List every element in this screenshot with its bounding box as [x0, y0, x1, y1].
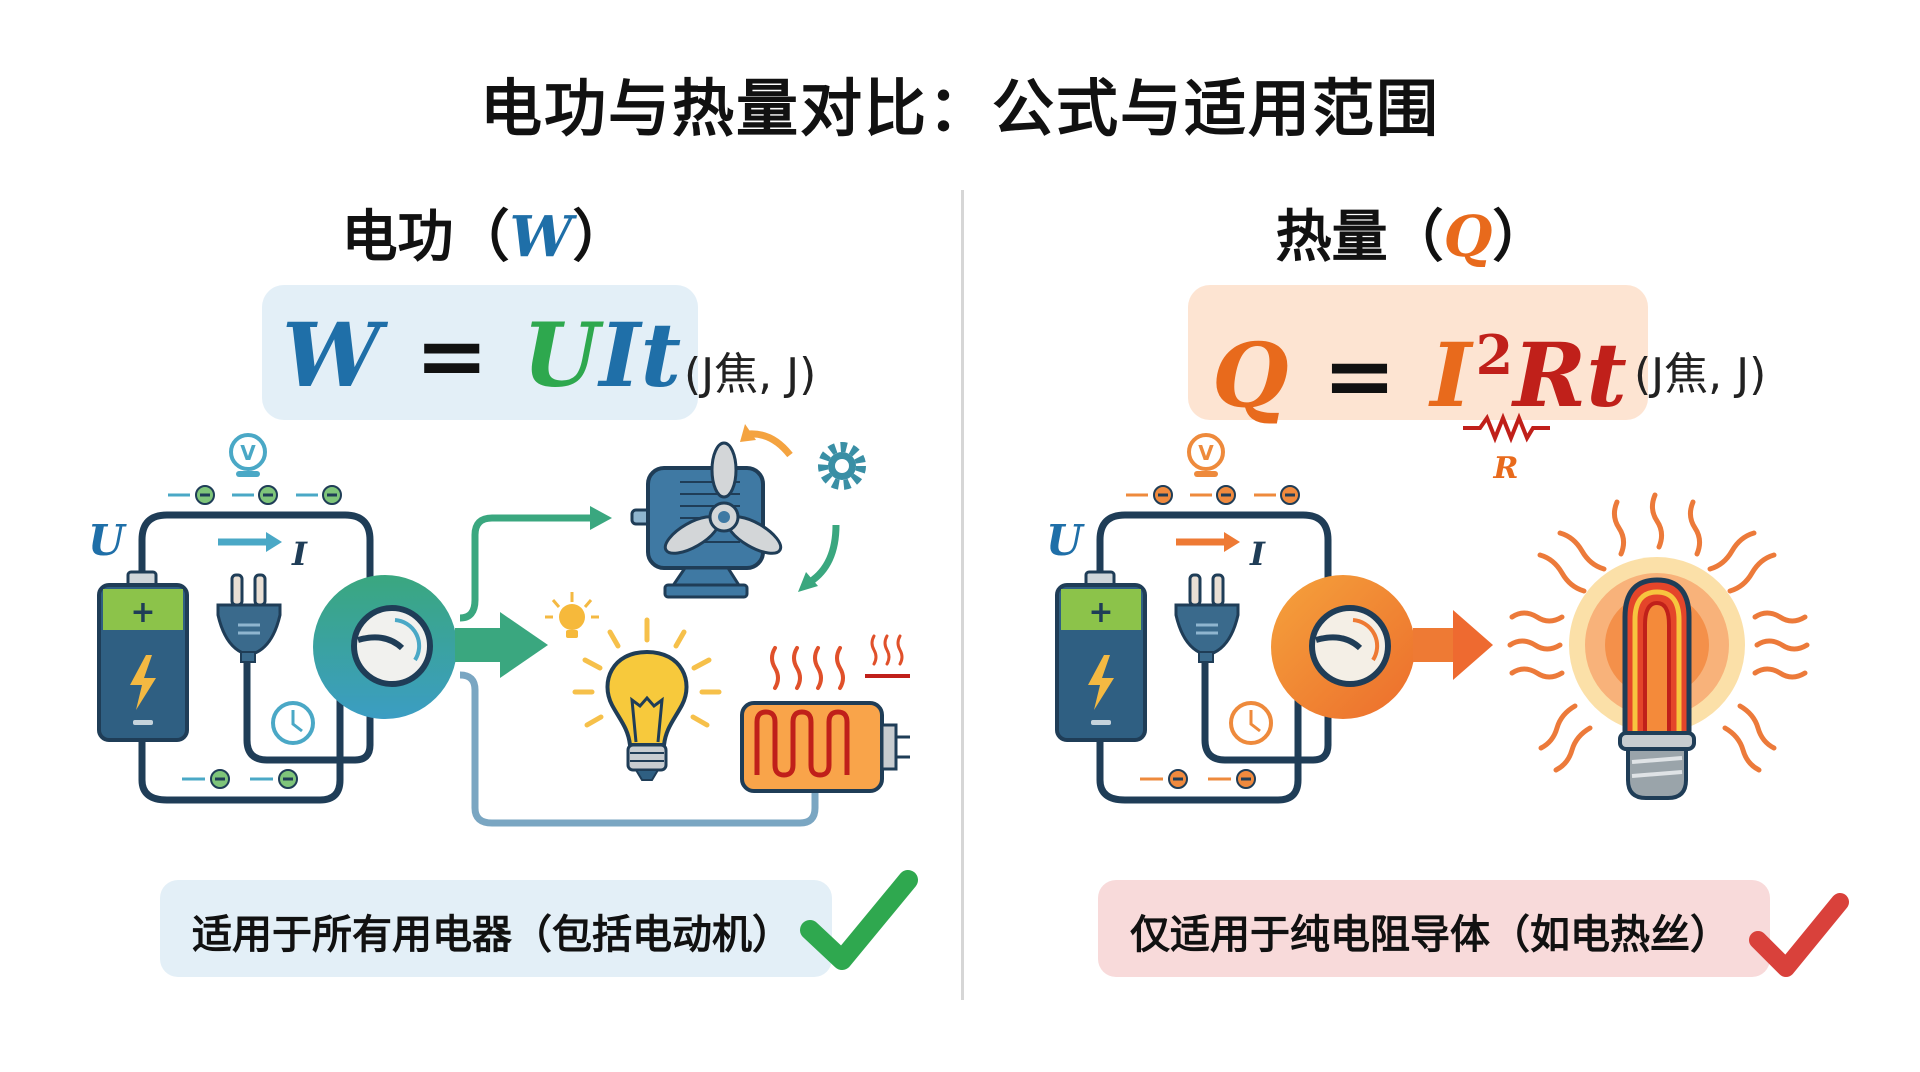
right-heading-open: （	[1387, 205, 1444, 270]
left-check-icon	[800, 870, 918, 970]
rotation-arrow-green	[807, 524, 840, 585]
left-note-box	[160, 880, 832, 977]
right-note-box	[1098, 880, 1770, 977]
right-check-icon	[1749, 893, 1849, 977]
right-heading-var: Q	[1443, 204, 1493, 270]
center-divider	[961, 190, 964, 1000]
left-heading-var: W	[509, 204, 573, 270]
left-formula-box	[262, 285, 698, 420]
bulb-path-arrow	[500, 612, 548, 678]
energy-converter-icon	[1271, 575, 1415, 719]
right-heading-close: ）	[1492, 205, 1549, 270]
plug-icon	[1174, 573, 1240, 663]
left-note-text: 适用于所有用电器（包括电动机）	[192, 912, 792, 958]
electric-motor-icon	[630, 441, 783, 599]
right-heading: 热量（Q）	[1062, 192, 1762, 273]
formula-r: R	[1513, 323, 1587, 427]
top-wire	[1096, 511, 1332, 600]
formula-w: W	[282, 303, 381, 407]
svg-text:+: +	[1088, 595, 1113, 630]
formula-exponent: 2	[1475, 323, 1514, 387]
heater-icon	[740, 634, 910, 793]
heater-path	[459, 671, 819, 827]
right-note-text: 仅适用于纯电阻导体（如电热丝）	[1130, 912, 1730, 958]
formula-t: t	[640, 303, 682, 407]
gear-icon	[818, 442, 866, 490]
left-heading: 电功（W）	[135, 192, 835, 273]
resistor-label: R	[1493, 451, 1519, 486]
top-wire	[138, 511, 374, 600]
right-heading-label: 热量	[1275, 205, 1388, 270]
motor-path-arrow	[590, 506, 612, 530]
plug-wire	[1201, 650, 1332, 764]
battery-icon: +	[97, 570, 189, 742]
plug-icon	[216, 573, 282, 663]
formula-u: U	[522, 303, 600, 407]
plug-wire	[243, 650, 374, 764]
current-label: I	[1249, 535, 1266, 573]
page-title: 电功与热量对比：公式与适用范围	[479, 72, 1440, 145]
voltmeter-icon: V	[229, 433, 267, 477]
motor-path	[459, 514, 592, 622]
current-arrow-icon	[218, 532, 282, 552]
voltage-label: U	[1046, 516, 1085, 565]
clock-icon	[271, 701, 315, 745]
energy-converter-icon	[313, 575, 457, 719]
svg-text:+: +	[130, 595, 155, 630]
formula-equals: =	[414, 303, 489, 407]
light-bulb-icon	[572, 617, 722, 781]
heat-path-arrow	[1453, 610, 1493, 680]
right-unit: (J焦, J)	[1634, 349, 1767, 400]
left-circuit-diagram: U V	[88, 424, 910, 827]
current-arrow-icon	[1176, 532, 1240, 552]
right-formula-box	[1188, 285, 1648, 420]
formula-t: t	[1586, 323, 1627, 427]
left-heading-close: ）	[572, 205, 629, 270]
clock-icon	[1229, 701, 1273, 745]
svg-text:V: V	[240, 441, 256, 465]
rotation-arrow-orange	[747, 430, 793, 458]
current-label: I	[291, 535, 308, 573]
right-circuit-diagram: R U V	[1046, 412, 1810, 804]
left-heading-label: 电功	[341, 205, 454, 270]
formula-i: I	[599, 303, 641, 407]
left-formula: W = UIt	[282, 300, 681, 410]
voltmeter-icon: V	[1187, 433, 1225, 477]
small-bulb-icon	[545, 592, 599, 638]
resistor-icon	[1463, 412, 1550, 444]
heating-element-icon	[1507, 492, 1810, 800]
battery-icon: +	[1055, 570, 1147, 742]
voltage-label: U	[88, 516, 127, 565]
formula-equals: =	[1322, 323, 1397, 427]
formula-q: Q	[1212, 323, 1289, 427]
right-formula: Q = I2Rt	[1212, 300, 1627, 430]
left-unit: (J焦, J)	[684, 349, 817, 400]
svg-text:V: V	[1198, 441, 1214, 465]
left-heading-open: （	[453, 205, 510, 270]
formula-i: I	[1430, 323, 1472, 427]
